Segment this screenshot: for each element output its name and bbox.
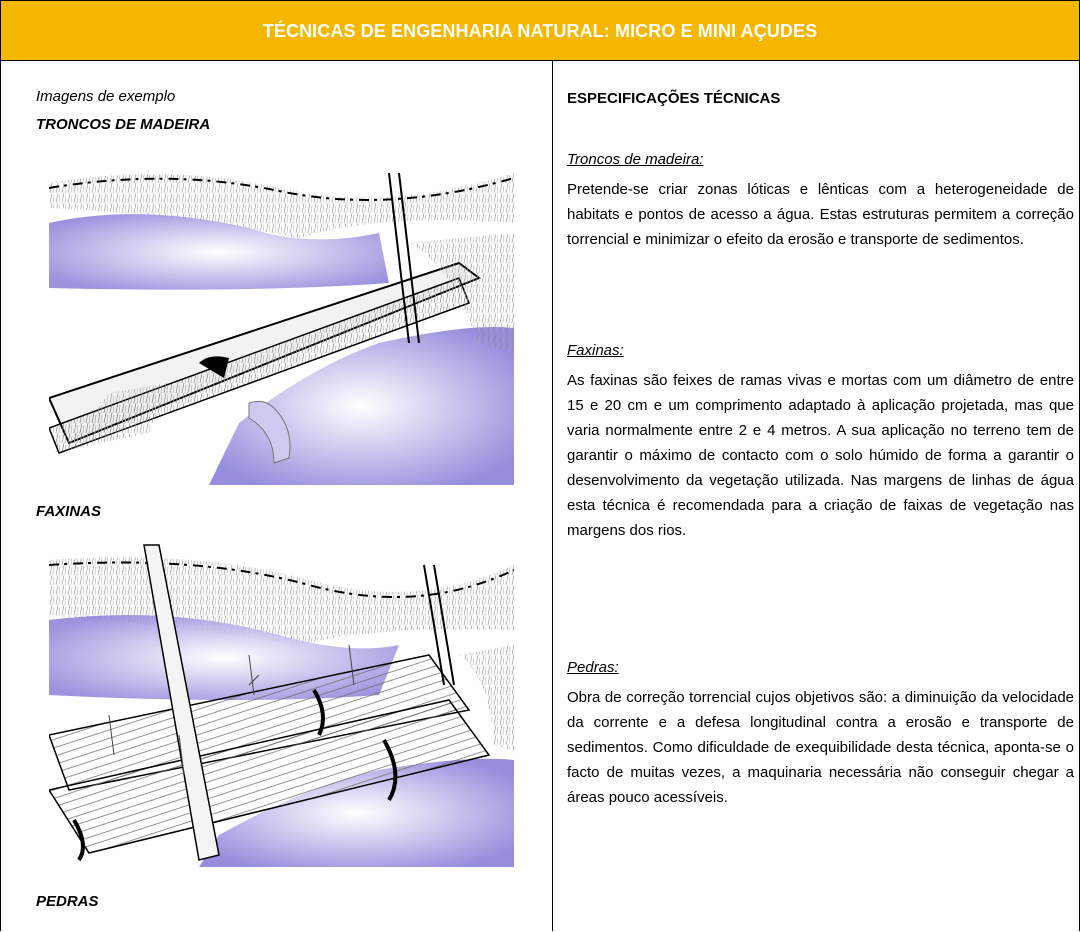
page-title: TÉCNICAS DE ENGENHARIA NATURAL: MICRO E … xyxy=(1,1,1079,61)
caption-pedras: PEDRAS xyxy=(36,893,99,910)
specifications-column: ESPECIFICAÇÕES TÉCNICAS Troncos de madei… xyxy=(553,61,1079,931)
caption-troncos: TRONCOS DE MADEIRA xyxy=(36,116,211,133)
caption-faxinas: FAXINAS xyxy=(36,503,102,520)
pedras-body: Obra de correção torrencial cujos objeti… xyxy=(567,689,1074,806)
troncos-body: Pretende-se criar zonas lóticas e lêntic… xyxy=(567,181,1074,248)
examples-column: Imagens de exemplo TRONCOS DE MADEIRA xyxy=(1,61,553,931)
intro-caption: Imagens de exemplo xyxy=(36,88,176,105)
faxinas-body: As faxinas são feixes de ramas vivas e m… xyxy=(567,372,1074,539)
troncos-illustration xyxy=(49,153,514,485)
troncos-heading: Troncos de madeira: xyxy=(567,151,704,168)
faxinas-illustration xyxy=(49,535,514,867)
pedras-heading: Pedras: xyxy=(567,659,619,676)
specifications-title: ESPECIFICAÇÕES TÉCNICAS xyxy=(567,90,781,107)
faxinas-heading: Faxinas: xyxy=(567,342,624,359)
